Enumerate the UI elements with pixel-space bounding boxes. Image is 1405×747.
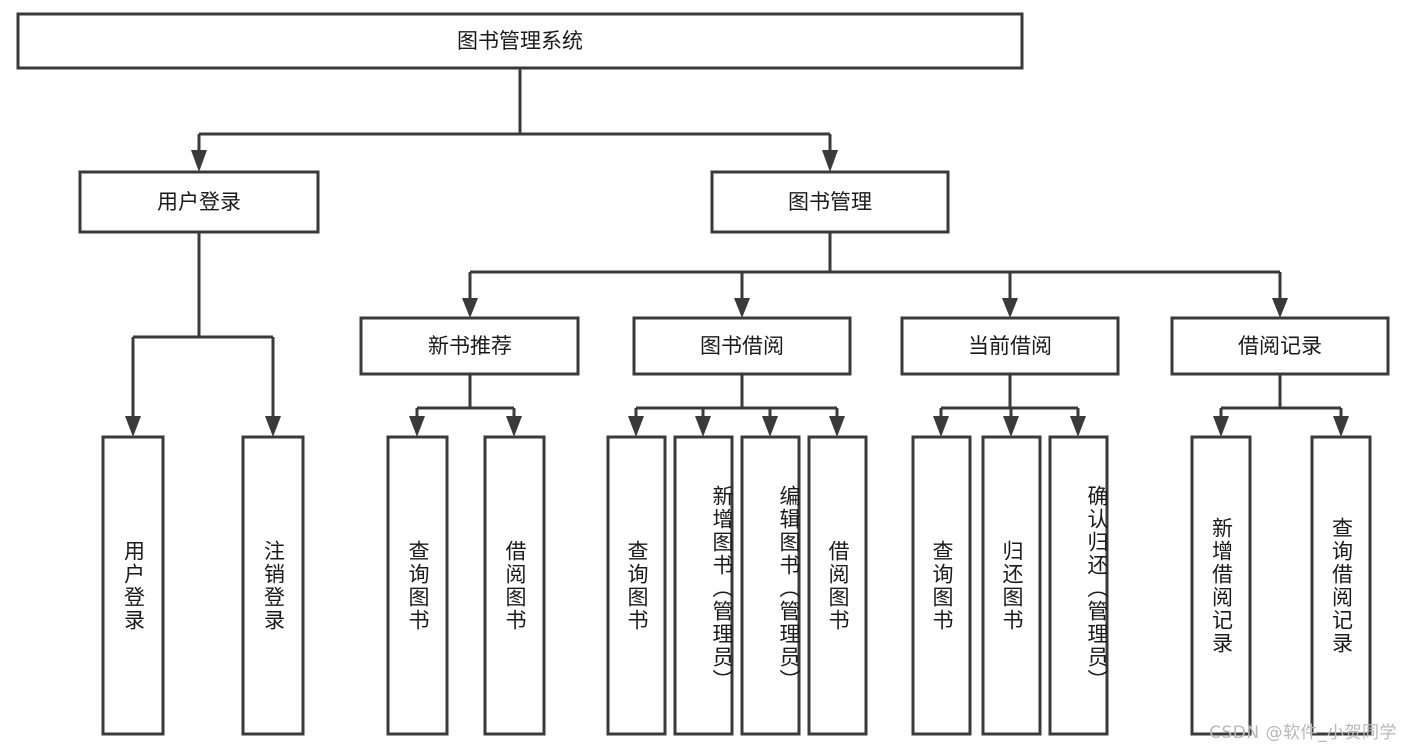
leaf-confirm-return-box[interactable] xyxy=(1048,435,1109,736)
leaf-add-book-box[interactable] xyxy=(673,435,734,736)
node-book-management-label: 图书管理 xyxy=(788,190,872,214)
arrow-head-leaf-return-book xyxy=(1003,416,1019,437)
arrow-head-user-login xyxy=(191,150,207,172)
arrow-head-book-borrow xyxy=(734,298,750,318)
arrow-head-leaf-edit-book xyxy=(762,416,778,437)
node-current-borrow-label: 当前借阅 xyxy=(968,334,1052,358)
node-root[interactable]: 图书管理系统 xyxy=(16,12,1024,70)
watermark-credit: CSDN @软件_小贺同学 xyxy=(1209,723,1397,743)
node-new-book-recommend[interactable]: 新书推荐 xyxy=(359,316,580,376)
node-user-login-box[interactable] xyxy=(78,170,320,234)
node-borrow-records[interactable]: 借阅记录 xyxy=(1170,316,1390,376)
node-new-book-recommend-label: 新书推荐 xyxy=(428,334,512,358)
leaf-borrow-book-recommend-box[interactable] xyxy=(483,435,546,736)
arrow-head-leaf-borrow-book xyxy=(829,416,845,437)
arrow-head-leaf-logout xyxy=(265,416,281,437)
node-borrow-records-box[interactable] xyxy=(1170,316,1390,376)
node-user-login[interactable]: 用户登录 xyxy=(78,170,320,234)
connector-group-current-borrow-to-leaves xyxy=(933,374,1086,437)
leaf-query-book-borrow-box[interactable] xyxy=(606,435,667,736)
leaf-user-login-box[interactable] xyxy=(101,435,165,736)
arrow-head-leaf-add-borrow-record xyxy=(1213,416,1229,437)
node-user-login-label: 用户登录 xyxy=(157,190,241,214)
leaf-return-book-box[interactable] xyxy=(981,435,1042,736)
connector-group-book-borrow-to-leaves xyxy=(628,374,845,437)
node-borrow-records-label: 借阅记录 xyxy=(1238,334,1322,358)
arrow-head-leaf-add-book xyxy=(695,416,711,437)
arrow-head-book-management xyxy=(822,150,838,172)
node-current-borrow[interactable]: 当前借阅 xyxy=(900,316,1120,376)
leaf-edit-book-box[interactable] xyxy=(740,435,801,736)
arrow-head-leaf-borrow-book-recommend xyxy=(506,416,522,437)
node-new-book-recommend-box[interactable] xyxy=(359,316,580,376)
connector-group-book-management-to-level3 xyxy=(462,232,1288,318)
node-book-borrow-box[interactable] xyxy=(632,316,852,376)
leaf-logout-box[interactable] xyxy=(241,435,305,736)
leaf-query-book-current-box[interactable] xyxy=(911,435,972,736)
arrow-head-leaf-query-borrow-record xyxy=(1333,416,1349,437)
arrow-head-new-book-recommend xyxy=(462,298,478,318)
leaf-borrow-book-box[interactable] xyxy=(807,435,868,736)
leaf-query-book-recommend-box[interactable] xyxy=(386,435,449,736)
arrow-head-borrow-records xyxy=(1272,298,1288,318)
arrow-head-leaf-confirm-return xyxy=(1070,416,1086,437)
connector-group-borrow-records-to-leaves xyxy=(1213,374,1349,437)
node-book-management[interactable]: 图书管理 xyxy=(710,170,950,234)
connector-group-root-to-level2 xyxy=(191,68,838,172)
arrow-head-leaf-query-book-recommend xyxy=(409,416,425,437)
arrow-head-leaf-user-login xyxy=(125,416,141,437)
leaf-query-borrow-record-box[interactable] xyxy=(1310,435,1372,736)
node-book-borrow-label: 图书借阅 xyxy=(700,334,784,358)
leaf-box-group xyxy=(101,435,1372,736)
node-book-borrow[interactable]: 图书借阅 xyxy=(632,316,852,376)
node-current-borrow-box[interactable] xyxy=(900,316,1120,376)
arrow-head-current-borrow xyxy=(1002,298,1018,318)
node-root-box[interactable] xyxy=(16,12,1024,70)
arrow-head-leaf-query-book-current xyxy=(933,416,949,437)
node-root-label: 图书管理系统 xyxy=(457,29,583,53)
connector-group-user-login-to-leaves xyxy=(125,232,281,437)
node-book-management-box[interactable] xyxy=(710,170,950,234)
leaf-add-borrow-record-box[interactable] xyxy=(1190,435,1252,736)
arrow-head-leaf-query-book-borrow xyxy=(628,416,644,437)
connector-group-new-book-recommend-to-leaves xyxy=(409,374,522,437)
